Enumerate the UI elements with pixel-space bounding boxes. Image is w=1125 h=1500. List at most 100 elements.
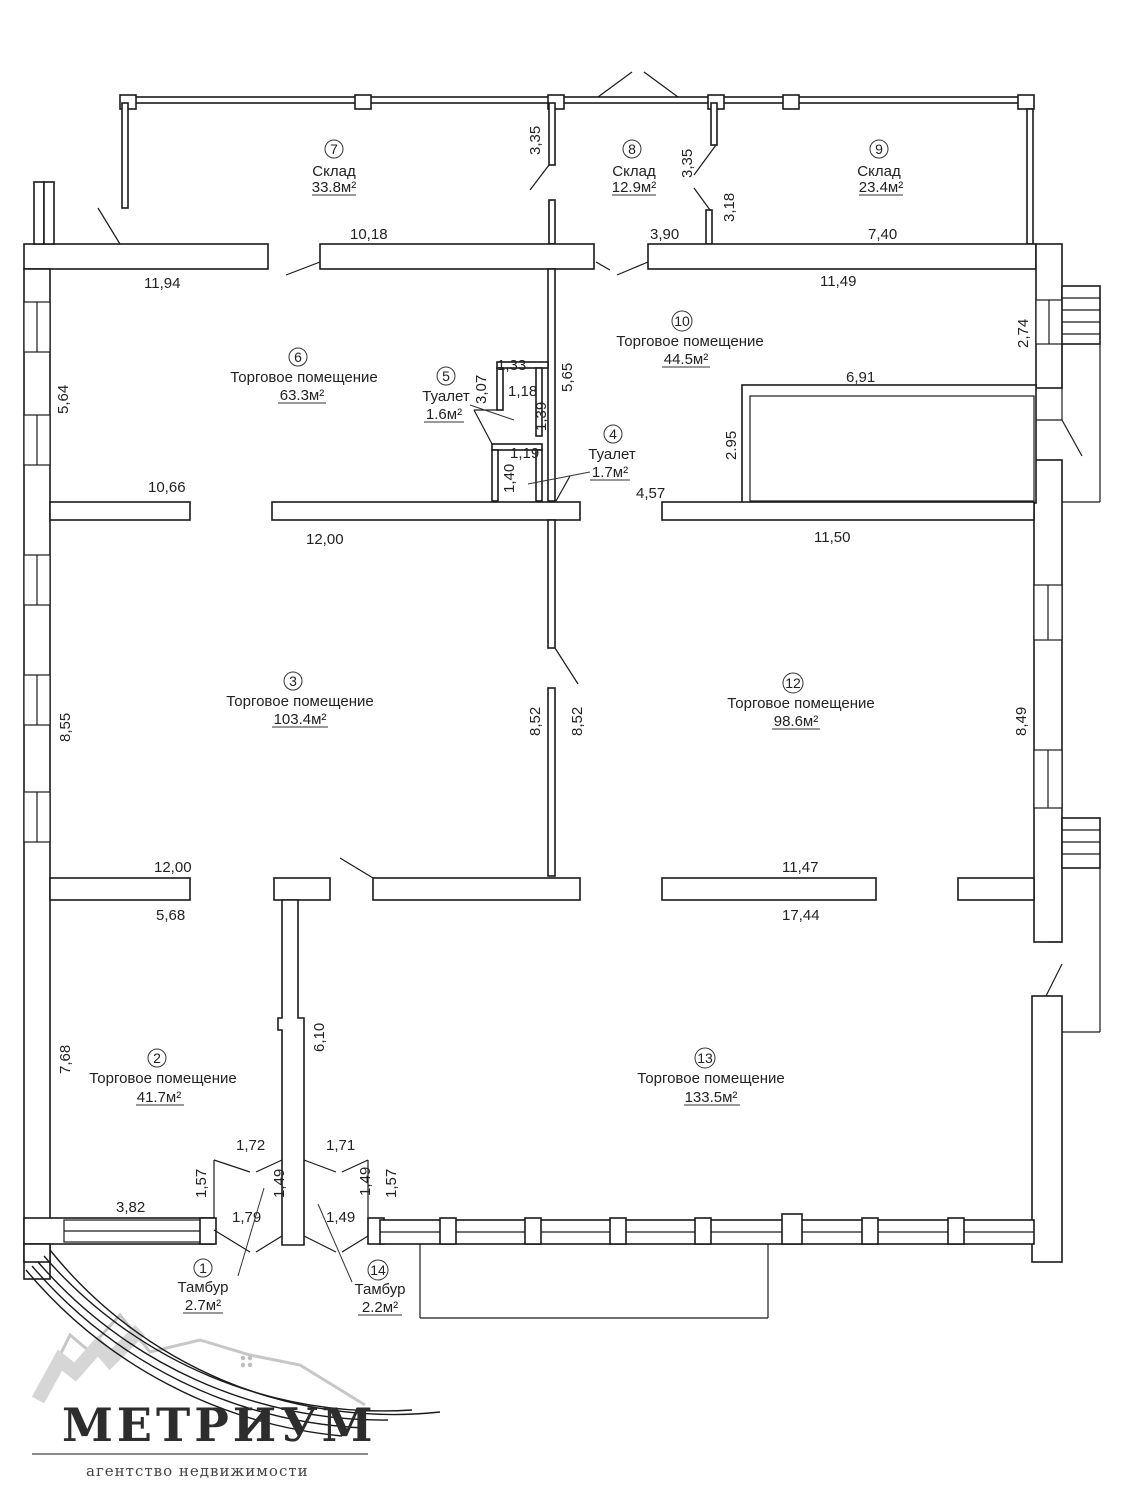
dim-label: 1,39 [533,402,550,431]
svg-text:23.4м²: 23.4м² [859,179,904,196]
svg-text:63.3м²: 63.3м² [280,387,325,404]
dim-label: 1,33 [497,357,526,374]
room-label-10: 10 Торговое помещение 44.5м² [616,310,764,368]
svg-text:2.7м²: 2.7м² [185,1297,221,1314]
room-label-5: 5 Туалет 1.6м² [422,366,515,423]
room-label-14: 14 Тамбур 2.2м² [317,1203,406,1316]
dim-label: 5,64 [55,385,72,414]
svg-text:2: 2 [153,1050,161,1066]
dim-label: 1,49 [357,1167,374,1196]
room-label-7: 7 Склад 33.8м² [312,139,357,196]
dim-label: 12,00 [154,859,192,876]
dim-label: 5,68 [156,907,185,924]
dim-label: 1,71 [326,1137,355,1154]
svg-text:10: 10 [674,313,690,329]
dim-label: 8,52 [527,707,544,736]
dim-label: 8,49 [1013,707,1030,736]
dim-label: 5,65 [559,363,576,392]
room-label-4: 4 Туалет 1.7м² [527,424,636,485]
dim-label: 3,82 [116,1199,145,1216]
room-label-9: 9 Склад 23.4м² [857,139,904,196]
dim-label: 8,55 [57,713,74,742]
room-label-13: 13 Торговое помещение 133.5м² [637,1047,785,1106]
dim-label: 11,47 [782,859,818,876]
room-label-3: 3 Торговое помещение 103.4м² [226,671,374,728]
svg-text:Торговое помещение: Торговое помещение [230,369,377,386]
room-label-12: 12 Торговое помещение 98.6м² [727,672,875,730]
dim-label: 10,66 [148,479,186,496]
dim-label: 1,57 [383,1169,400,1198]
svg-text:9: 9 [875,141,883,157]
dim-label: 6,10 [311,1023,328,1052]
svg-text:Туалет: Туалет [588,446,636,463]
svg-text:12.9м²: 12.9м² [612,179,657,196]
logo-mark [31,1312,366,1407]
dim-label: 3,90 [650,226,679,243]
svg-text:6: 6 [294,349,302,365]
svg-text:Торговое помещение: Торговое помещение [226,693,373,710]
dim-label: 1,40 [501,464,518,493]
dim-label: 3,07 [473,375,490,404]
dim-label: 1,57 [193,1169,210,1198]
doors [97,71,1083,1253]
svg-text:1.6м²: 1.6м² [426,406,462,423]
svg-text:1.7м²: 1.7м² [592,464,628,481]
svg-text:12: 12 [785,675,801,691]
svg-text:133.5м²: 133.5м² [685,1089,738,1106]
dim-label: 3,18 [721,193,738,222]
svg-text:33.8м²: 33.8м² [312,179,357,196]
dim-label: 3,35 [527,126,544,155]
room-label-1: 1 Тамбур 2.7м² [178,1187,265,1314]
svg-text:7: 7 [330,141,338,157]
room-label-8: 8 Склад 12.9м² [612,139,657,196]
dim-label: 1,49 [271,1169,288,1198]
dimensions: 10,18 11,94 3,35 3,35 3,90 3,18 7,40 11,… [55,126,1032,1226]
svg-text:Склад: Склад [612,163,656,180]
svg-text:2.2м²: 2.2м² [362,1299,398,1316]
dim-label: 11,49 [820,273,856,290]
room-label-2: 2 Торговое помещение 41.7м² [89,1048,237,1106]
svg-text:3: 3 [289,673,297,689]
svg-text:13: 13 [697,1050,713,1066]
svg-text:4: 4 [609,426,617,442]
svg-text:1: 1 [199,1260,207,1276]
room-labels: 7 Склад 33.8м² 8 Склад 12.9м² 9 Склад 23… [89,139,904,1316]
dim-label: 11,50 [814,529,850,546]
dim-label: 8,52 [569,707,586,736]
svg-text:Туалет: Туалет [422,388,470,405]
logo-brand: МЕТРИУМ [62,1398,377,1452]
svg-text:14: 14 [370,1262,386,1278]
dim-label: 2,74 [1015,319,1032,348]
svg-text:Тамбур: Тамбур [178,1279,229,1296]
logo-divider [32,1453,368,1455]
dim-label: 1,18 [508,383,537,400]
dim-label: 17,44 [782,907,820,924]
dim-label: 12,00 [306,531,344,548]
svg-text:Склад: Склад [312,163,356,180]
dim-label: 7,68 [57,1045,74,1074]
svg-text:Торговое помещение: Торговое помещение [89,1070,236,1087]
dim-label: 6,91 [846,369,875,386]
dim-label: 1,19 [510,445,539,462]
walls [23,94,1101,1319]
dim-label: 10,18 [350,226,388,243]
dim-label: 7,40 [868,226,897,243]
svg-text:5: 5 [442,368,450,384]
dim-label: 1,49 [326,1209,355,1226]
dim-label: 11,94 [144,275,180,292]
logo-subtitle: агентство недвижимости [86,1462,309,1480]
svg-text:103.4м²: 103.4м² [274,711,327,728]
svg-text:Склад: Склад [857,163,901,180]
svg-text:Тамбур: Тамбур [355,1281,406,1298]
dim-label: 3,35 [679,149,696,178]
dim-label: 1,72 [236,1137,265,1154]
svg-text:8: 8 [628,141,636,157]
svg-text:Торговое помещение: Торговое помещение [616,333,763,350]
svg-text:44.5м²: 44.5м² [664,351,709,368]
svg-text:Торговое помещение: Торговое помещение [727,695,874,712]
entrance-steps [25,1249,441,1437]
svg-text:98.6м²: 98.6м² [774,713,819,730]
svg-text:Торговое помещение: Торговое помещение [637,1070,784,1087]
svg-text:41.7м²: 41.7м² [137,1089,182,1106]
